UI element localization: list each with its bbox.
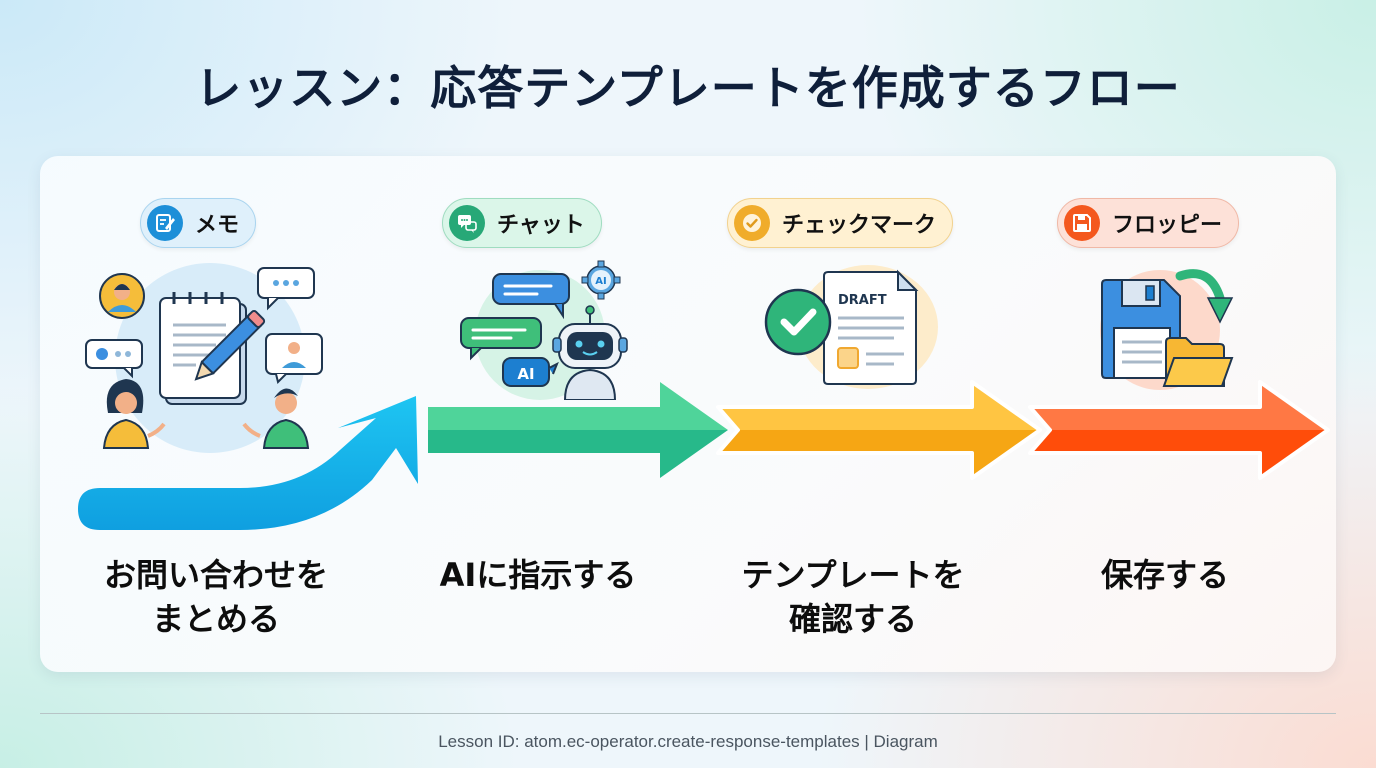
- page-title: レッスン：応答テンプレートを作成するフロー: [195, 61, 1181, 115]
- step-1-pill: メモ: [140, 198, 257, 248]
- gear-ai-text: AI: [595, 276, 606, 287]
- step-1-label: お問い合わせを まとめる: [103, 556, 328, 638]
- step-4-pill-label: フロッピー: [1112, 213, 1223, 238]
- floppy-folder-save-icon: [1100, 269, 1234, 390]
- step-1-pill-label: メモ: [195, 213, 240, 238]
- step-3-pill: チェックマーク: [727, 198, 954, 248]
- footer-divider: [40, 713, 1336, 714]
- step-3-pill-label: チェックマーク: [782, 213, 937, 238]
- step-4-label: 保存する: [1100, 556, 1229, 594]
- draft-text: DRAFT: [838, 293, 887, 308]
- step-4-pill: フロッピー: [1057, 198, 1240, 248]
- checkmark-icon: [734, 205, 770, 241]
- step-2-label: AIに指示する: [439, 556, 637, 594]
- step-2-pill-label: チャット: [497, 213, 585, 238]
- notepad-with-pencil-and-people-icon: [85, 263, 323, 453]
- ai-badge-text: AI: [517, 365, 534, 383]
- memo-icon: [147, 205, 183, 241]
- step-3-label: テンプレートを 確認する: [741, 556, 965, 638]
- chat-icon: [449, 205, 485, 241]
- floppy-icon: [1064, 205, 1100, 241]
- draft-document-check-icon: DRAFT: [764, 265, 938, 389]
- step-2-pill: チャット: [442, 198, 602, 248]
- ai-robot-chat-icon: AI AI: [460, 260, 628, 400]
- footer-lesson-id: Lesson ID: atom.ec-operator.create-respo…: [438, 732, 938, 751]
